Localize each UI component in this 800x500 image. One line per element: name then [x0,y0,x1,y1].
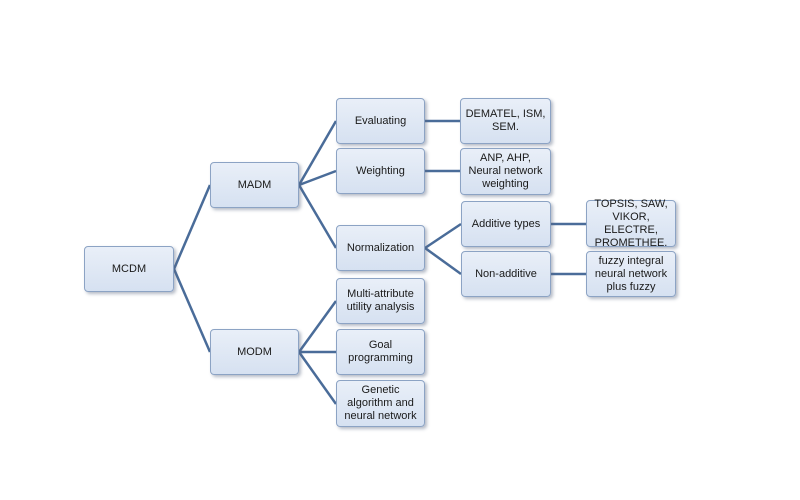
non-additive-methods-node: fuzzy integral neural network plus fuzzy [586,251,676,297]
connector-mcdm-modm [172,268,212,353]
weighting-node: Weighting [336,148,425,194]
connector-normalization-nonadditive [424,246,462,276]
normalization-node: Normalization [336,225,425,271]
connector-modm-maut [297,300,338,353]
genetic-algorithm-node: Genetic algorithm and neural network [336,380,425,427]
connector-modm-genetic [297,351,338,405]
connector-madm-evaluating [297,120,338,186]
madm-node: MADM [210,162,299,208]
goal-programming-node: Goal programming [336,329,425,375]
additive-methods-node: TOPSIS, SAW, VIKOR, ELECTRE, PROMETHEE. [586,198,676,249]
modm-node: MODM [210,329,299,375]
connector-normalization-additive [424,222,462,250]
non-additive-node: Non-additive [461,251,551,297]
weighting-methods-node: ANP, AHP, Neural network weighting [460,148,551,195]
evaluating-node: Evaluating [336,98,425,144]
additive-types-node: Additive types [461,201,551,247]
evaluating-methods-node: DEMATEL, ISM, SEM. [460,98,551,144]
connector-mcdm-madm [172,184,212,270]
connector-madm-normalization [297,184,338,249]
maut-node: Multi-attribute utility analysis [336,278,425,324]
connector-madm-weighting [298,169,337,187]
mcdm-node: MCDM [84,246,174,292]
